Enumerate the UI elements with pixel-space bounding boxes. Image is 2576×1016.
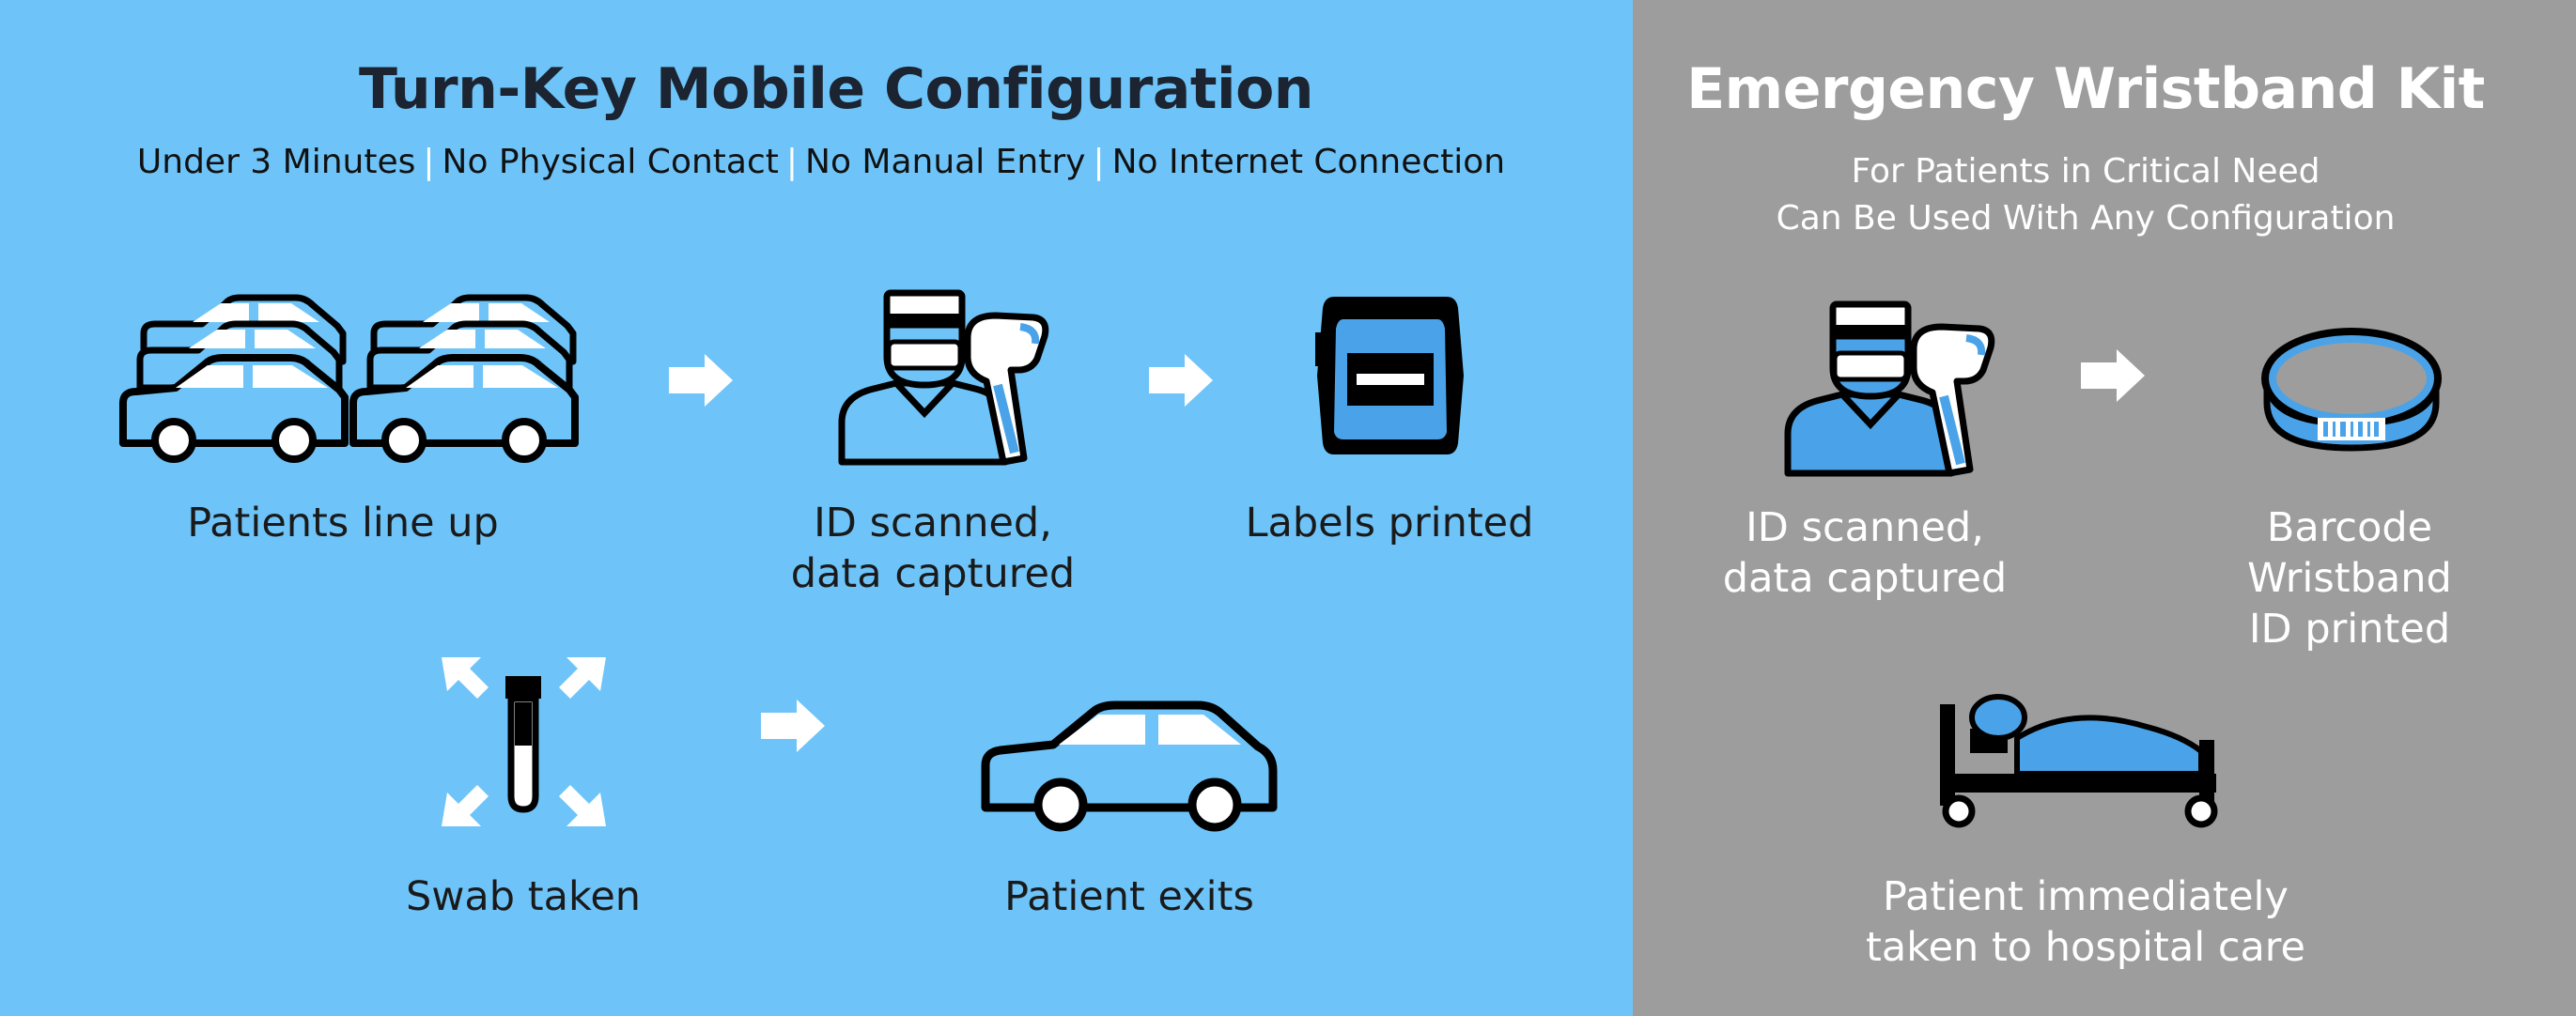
feature-separator: | bbox=[423, 143, 435, 181]
step-label-labels-printed: Labels printed bbox=[1245, 500, 1534, 546]
step-label-swab-taken: Swab taken bbox=[405, 873, 642, 920]
feature-item: No Internet Connection bbox=[1111, 143, 1506, 181]
step-label-line-up: Patients line up bbox=[187, 500, 499, 546]
wristband-icon bbox=[2261, 328, 2442, 452]
arrow-right-icon bbox=[2081, 349, 2145, 402]
wristband-kit-subtitle: For Patients in Critical Need bbox=[1851, 152, 2320, 191]
arrow-right-icon bbox=[761, 700, 825, 752]
caption-line: Patient immediately bbox=[1883, 873, 2289, 920]
feature-separator: | bbox=[1093, 143, 1105, 181]
step-label-barcode-wristband: Barcode Wristband ID printed bbox=[2247, 502, 2452, 654]
wristband-kit-panel bbox=[1633, 0, 2576, 1016]
caption-line: taken to hospital care bbox=[1865, 924, 2306, 971]
mobile-configuration-panel bbox=[0, 0, 1633, 1016]
step-label-id-scanned: ID scanned, data captured bbox=[791, 498, 1075, 599]
car-icon bbox=[981, 700, 1278, 832]
caption-line: Barcode bbox=[2266, 504, 2433, 551]
arrow-right-icon bbox=[1149, 354, 1213, 407]
arrow-right-icon bbox=[669, 354, 733, 407]
health-worker-scanner-icon bbox=[838, 289, 1049, 466]
step-label-id-scanned: ID scanned, data captured bbox=[1723, 502, 2007, 604]
caption-line: Wristband bbox=[2247, 555, 2452, 602]
hospital-bed-icon bbox=[1940, 694, 2218, 828]
caption-line: data captured bbox=[790, 550, 1076, 597]
label-printer-icon bbox=[1315, 297, 1464, 454]
wristband-kit-title: Emergency Wristband Kit bbox=[1686, 56, 2485, 122]
feature-separator: | bbox=[785, 143, 799, 181]
feature-item: No Manual Entry bbox=[805, 143, 1086, 181]
health-worker-scanner-icon bbox=[1784, 300, 1995, 477]
car-stack-icon bbox=[117, 286, 578, 465]
step-label-hospital-care: Patient immediately taken to hospital ca… bbox=[1866, 871, 2305, 973]
feature-item: Under 3 Minutes bbox=[136, 143, 416, 181]
wristband-kit-subtitle: Can Be Used With Any Configuration bbox=[1776, 199, 2396, 238]
caption-line: ID scanned, bbox=[1746, 504, 1984, 551]
step-label-patient-exits: Patient exits bbox=[1004, 873, 1254, 920]
mobile-configuration-title: Turn-Key Mobile Configuration bbox=[358, 56, 1314, 122]
feature-item: No Physical Contact bbox=[442, 143, 779, 181]
caption-line: data captured bbox=[1722, 555, 2008, 602]
features-line: Under 3 Minutes|No Physical Contact|No M… bbox=[137, 143, 1505, 181]
swab-tube-icon bbox=[442, 657, 606, 826]
caption-line: ID scanned, bbox=[814, 500, 1052, 546]
caption-line: ID printed bbox=[2248, 606, 2451, 653]
